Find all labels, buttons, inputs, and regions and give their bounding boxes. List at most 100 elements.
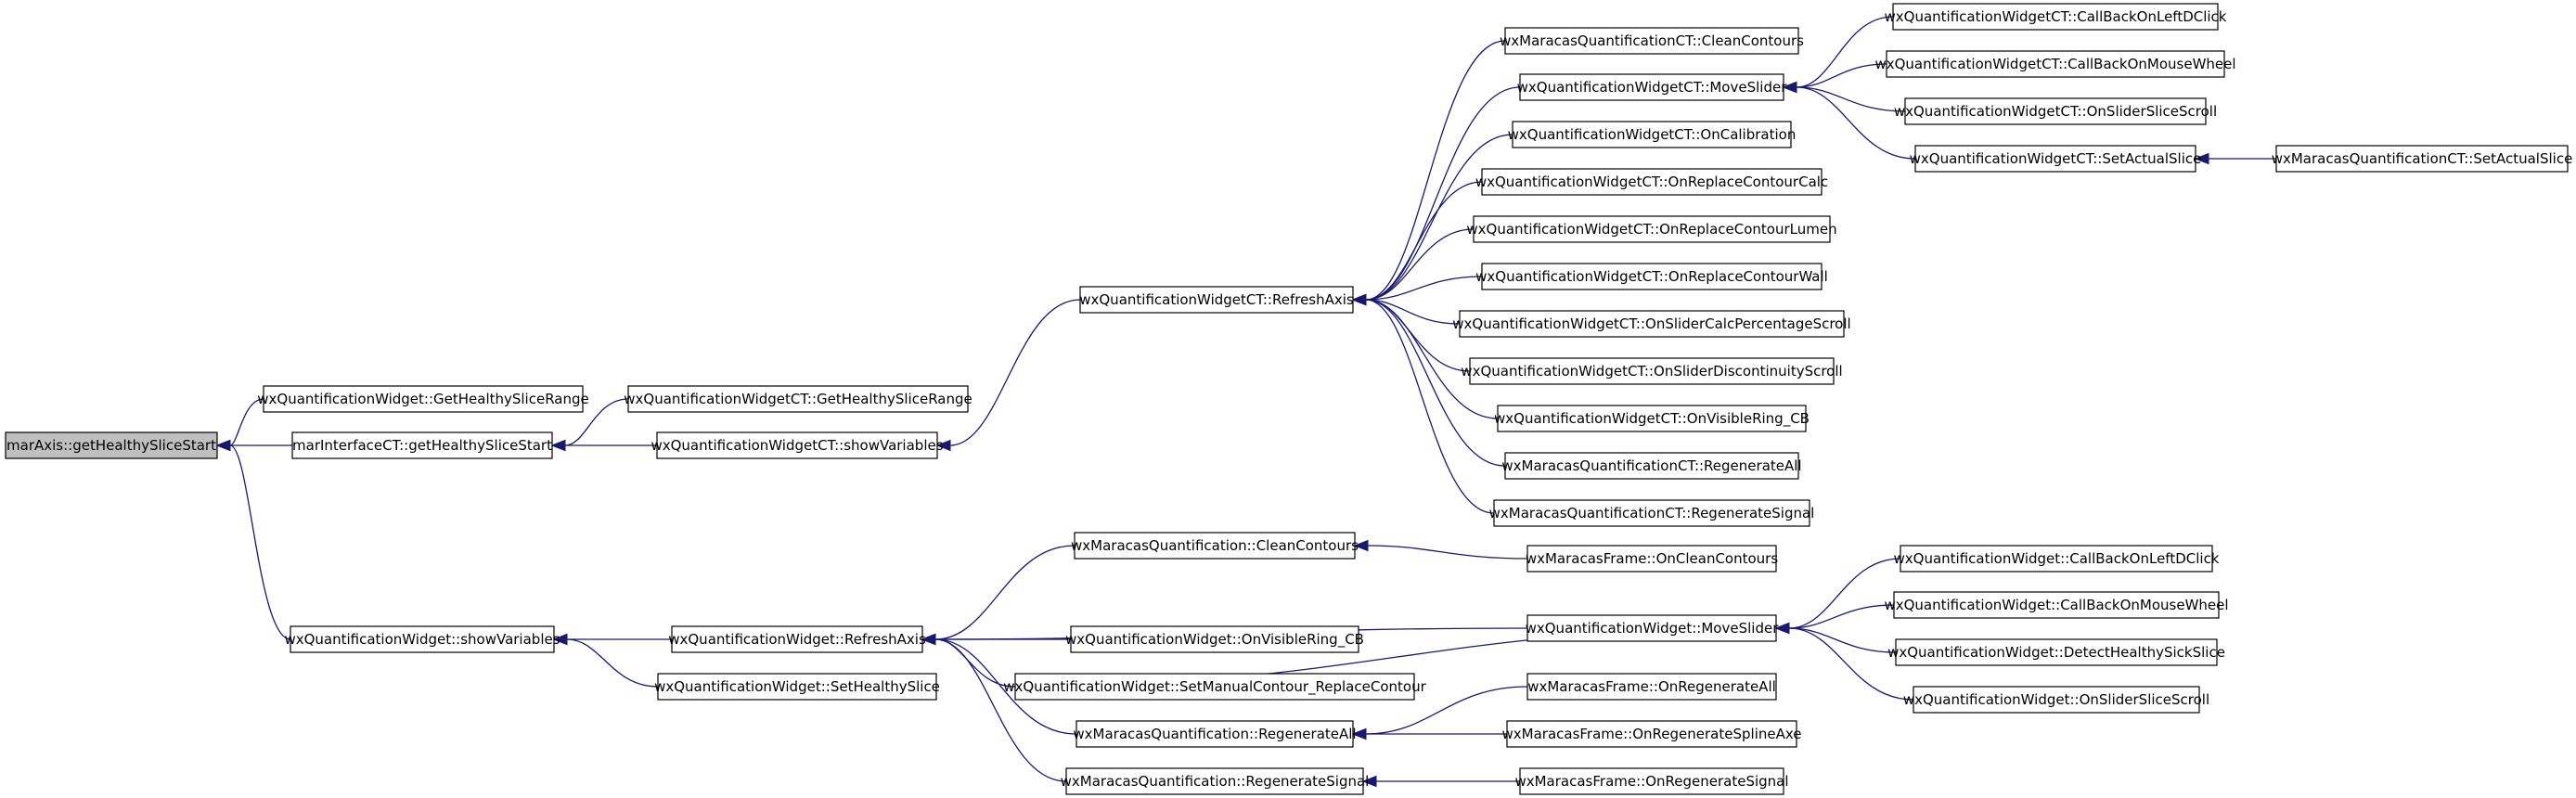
- node-wx-maracas-frame-on-clean-contours[interactable]: wxMaracasFrame::OnCleanContours: [1526, 545, 1779, 573]
- node-box: [1481, 263, 1823, 290]
- call-edge-line: [1365, 299, 1499, 419]
- arrowhead-icon: [552, 633, 568, 646]
- node-wx-quantification-widget-get-healthy-slice-range[interactable]: wxQuantificationWidget::GetHealthySliceR…: [257, 385, 589, 413]
- node-wx-maracas-quantification-regenerate-signal[interactable]: wxMaracasQuantification::RegenerateSigna…: [1061, 767, 1370, 795]
- node-box: [1900, 545, 2213, 573]
- arrowhead-icon: [550, 439, 566, 452]
- node-wx-quantification-widget-set-manual-contour-replace-contour[interactable]: wxQuantificationWidget::SetManualContour…: [1003, 673, 1427, 701]
- node-mar-axis-get-healthy-slice-start[interactable]: marAxis::getHealthySliceStart: [5, 431, 218, 459]
- node-label: wxQuantificationWidgetCT::OnVisibleRing_…: [1494, 410, 1810, 428]
- node-wx-quantification-widget-ct-on-visible-ring-cb[interactable]: wxQuantificationWidgetCT::OnVisibleRing_…: [1494, 405, 1810, 432]
- node-wx-quantification-widget-ct-on-calibration[interactable]: wxQuantificationWidgetCT::OnCalibration: [1508, 121, 1797, 148]
- node-wx-maracas-quantification-ct-regenerate-all[interactable]: wxMaracasQuantificationCT::RegenerateAll: [1501, 452, 1802, 480]
- node-box: [1512, 121, 1792, 148]
- node-label: wxQuantificationWidget::SetHealthySlice: [654, 678, 940, 695]
- node-wx-quantification-widget-move-slider[interactable]: wxQuantificationWidget::MoveSlider: [1526, 614, 1780, 642]
- node-box: [1497, 405, 1807, 432]
- node-box: [627, 385, 969, 413]
- node-label: marAxis::getHealthySliceStart: [6, 437, 216, 454]
- call-edge: [921, 633, 1071, 646]
- node-box: [1493, 499, 1810, 527]
- node-box: [1506, 720, 1797, 748]
- node-wx-maracas-quantification-ct-regenerate-signal[interactable]: wxMaracasQuantificationCT::RegenerateSig…: [1489, 499, 1815, 527]
- node-wx-quantification-widget-ct-call-back-on-mouse-wheel[interactable]: wxQuantificationWidgetCT::CallBackOnMous…: [1874, 50, 2236, 78]
- call-edge-line: [1365, 40, 1506, 301]
- node-box: [1014, 673, 1415, 701]
- call-edge: [921, 633, 1067, 782]
- node-label: wxQuantificationWidgetCT::OnCalibration: [1508, 126, 1797, 143]
- node-wx-maracas-quantification-ct-clean-contours[interactable]: wxMaracasQuantificationCT::CleanContours: [1500, 27, 1804, 55]
- node-box: [1892, 3, 2219, 31]
- node-wx-quantification-widget-ct-set-actual-slice[interactable]: wxQuantificationWidgetCT::SetActualSlice: [1910, 145, 2202, 173]
- node-label: wxMaracasQuantification::CleanContours: [1071, 537, 1359, 554]
- node-box: [1075, 720, 1354, 748]
- node-wx-quantification-widget-show-variables[interactable]: wxQuantificationWidget::showVariables: [284, 625, 560, 653]
- node-wx-quantification-widget-on-visible-ring-cb[interactable]: wxQuantificationWidget::OnVisibleRing_CB: [1065, 625, 1364, 653]
- node-box: [1913, 686, 2200, 714]
- call-edge-line: [1796, 86, 1916, 160]
- node-label: wxQuantificationWidgetCT::MoveSlider: [1517, 79, 1788, 96]
- node-box: [1904, 97, 2207, 125]
- node-label: wxQuantificationWidgetCT::OnReplaceConto…: [1475, 174, 1828, 190]
- node-wx-quantification-widget-on-slider-slice-scroll[interactable]: wxQuantificationWidget::OnSliderSliceScr…: [1903, 686, 2209, 714]
- arrowhead-icon: [1351, 293, 1367, 306]
- node-box: [1526, 614, 1777, 642]
- node-box: [1886, 50, 2225, 78]
- node-wx-quantification-widget-call-back-on-left-dclick[interactable]: wxQuantificationWidget::CallBackOnLeftDC…: [1894, 545, 2220, 573]
- node-wx-quantification-widget-set-healthy-slice[interactable]: wxQuantificationWidget::SetHealthySlice: [654, 673, 940, 701]
- call-edge: [1351, 727, 1508, 740]
- call-edge-line: [1796, 86, 1906, 112]
- call-edge-line: [934, 638, 1067, 782]
- node-wx-quantification-widget-ct-on-slider-discontinuity-scroll[interactable]: wxQuantificationWidgetCT::OnSliderDiscon…: [1461, 357, 1843, 385]
- node-label: wxMaracasQuantificationCT::RegenerateSig…: [1489, 505, 1815, 521]
- node-wx-quantification-widget-ct-on-replace-contour-wall[interactable]: wxQuantificationWidgetCT::OnReplaceConto…: [1475, 263, 1828, 290]
- node-box: [1504, 27, 1799, 55]
- node-label: wxMaracasQuantificationCT::SetActualSlic…: [2272, 150, 2573, 167]
- node-wx-maracas-quantification-ct-set-actual-slice[interactable]: wxMaracasQuantificationCT::SetActualSlic…: [2272, 145, 2573, 173]
- node-wx-maracas-quantification-regenerate-all[interactable]: wxMaracasQuantification::RegenerateAll: [1073, 720, 1357, 748]
- node-wx-maracas-frame-on-regenerate-all[interactable]: wxMaracasFrame::OnRegenerateAll: [1526, 673, 1777, 701]
- node-box: [1459, 310, 1845, 338]
- call-edge: [2194, 152, 2276, 165]
- node-box: [1079, 286, 1354, 314]
- call-edge-line: [934, 545, 1075, 640]
- node-wx-quantification-widget-ct-on-slider-slice-scroll[interactable]: wxQuantificationWidgetCT::OnSliderSliceS…: [1894, 97, 2217, 125]
- node-wx-quantification-widget-ct-get-healthy-slice-range[interactable]: wxQuantificationWidgetCT::GetHealthySlic…: [624, 385, 972, 413]
- node-box: [1504, 452, 1799, 480]
- call-edge-line: [1367, 545, 1528, 560]
- node-wx-maracas-quantification-clean-contours[interactable]: wxMaracasQuantification::CleanContours: [1071, 532, 1359, 560]
- call-edge: [1774, 604, 1895, 635]
- node-box: [291, 431, 553, 459]
- node-wx-quantification-widget-ct-on-slider-calc-percentage-scroll[interactable]: wxQuantificationWidgetCT::OnSliderCalcPe…: [1452, 310, 1851, 338]
- node-wx-quantification-widget-ct-on-replace-contour-calc[interactable]: wxQuantificationWidgetCT::OnReplaceConto…: [1475, 168, 1828, 196]
- arrowhead-icon: [2194, 152, 2209, 165]
- node-wx-quantification-widget-call-back-on-mouse-wheel[interactable]: wxQuantificationWidget::CallBackOnMouseW…: [1884, 591, 2229, 619]
- node-label: wxMaracasQuantification::RegenerateAll: [1073, 726, 1356, 742]
- node-wx-maracas-frame-on-regenerate-signal[interactable]: wxMaracasFrame::OnRegenerateSignal: [1514, 767, 1789, 795]
- node-box: [1469, 357, 1835, 385]
- node-wx-quantification-widget-ct-show-variables[interactable]: wxQuantificationWidgetCT::showVariables: [650, 431, 944, 459]
- node-box: [1893, 591, 2220, 619]
- node-wx-quantification-widget-ct-call-back-on-left-dclick[interactable]: wxQuantificationWidgetCT::CallBackOnLeft…: [1885, 3, 2227, 31]
- node-wx-quantification-widget-ct-move-slider[interactable]: wxQuantificationWidgetCT::MoveSlider: [1517, 73, 1788, 101]
- call-edge-line: [949, 299, 1081, 446]
- node-box: [1074, 532, 1356, 560]
- call-edge: [921, 545, 1075, 646]
- node-box: [1519, 767, 1784, 795]
- node-wx-quantification-widget-refresh-axis[interactable]: wxQuantificationWidget::RefreshAxis: [668, 625, 926, 653]
- node-wx-maracas-frame-on-regenerate-spline-axe[interactable]: wxMaracasFrame::OnRegenerateSplineAxe: [1502, 720, 1802, 748]
- call-edge: [552, 633, 659, 688]
- call-edge-line: [1365, 299, 1461, 325]
- call-edge-line: [1365, 228, 1475, 301]
- node-wx-quantification-widget-ct-on-replace-contour-lumen[interactable]: wxQuantificationWidgetCT::OnReplaceConto…: [1466, 215, 1837, 243]
- node-label: wxQuantificationWidgetCT::OnReplaceConto…: [1475, 268, 1828, 285]
- call-edge-line: [229, 398, 264, 446]
- node-mar-interface-ct-get-healthy-slice-start[interactable]: marInterfaceCT::getHealthySliceStart: [291, 431, 553, 459]
- node-box: [1914, 145, 2196, 173]
- node-wx-quantification-widget-detect-healthy-sick-slice[interactable]: wxQuantificationWidget::DetectHealthySic…: [1887, 638, 2225, 666]
- node-label: wxQuantificationWidget::GetHealthySliceR…: [257, 391, 589, 407]
- node-label: wxQuantificationWidget::OnSliderSliceScr…: [1903, 691, 2209, 708]
- node-wx-quantification-widget-ct-refresh-axis[interactable]: wxQuantificationWidgetCT::RefreshAxis: [1079, 286, 1354, 314]
- arrowhead-icon: [921, 633, 936, 646]
- node-label: wxQuantificationWidget::showVariables: [284, 631, 560, 648]
